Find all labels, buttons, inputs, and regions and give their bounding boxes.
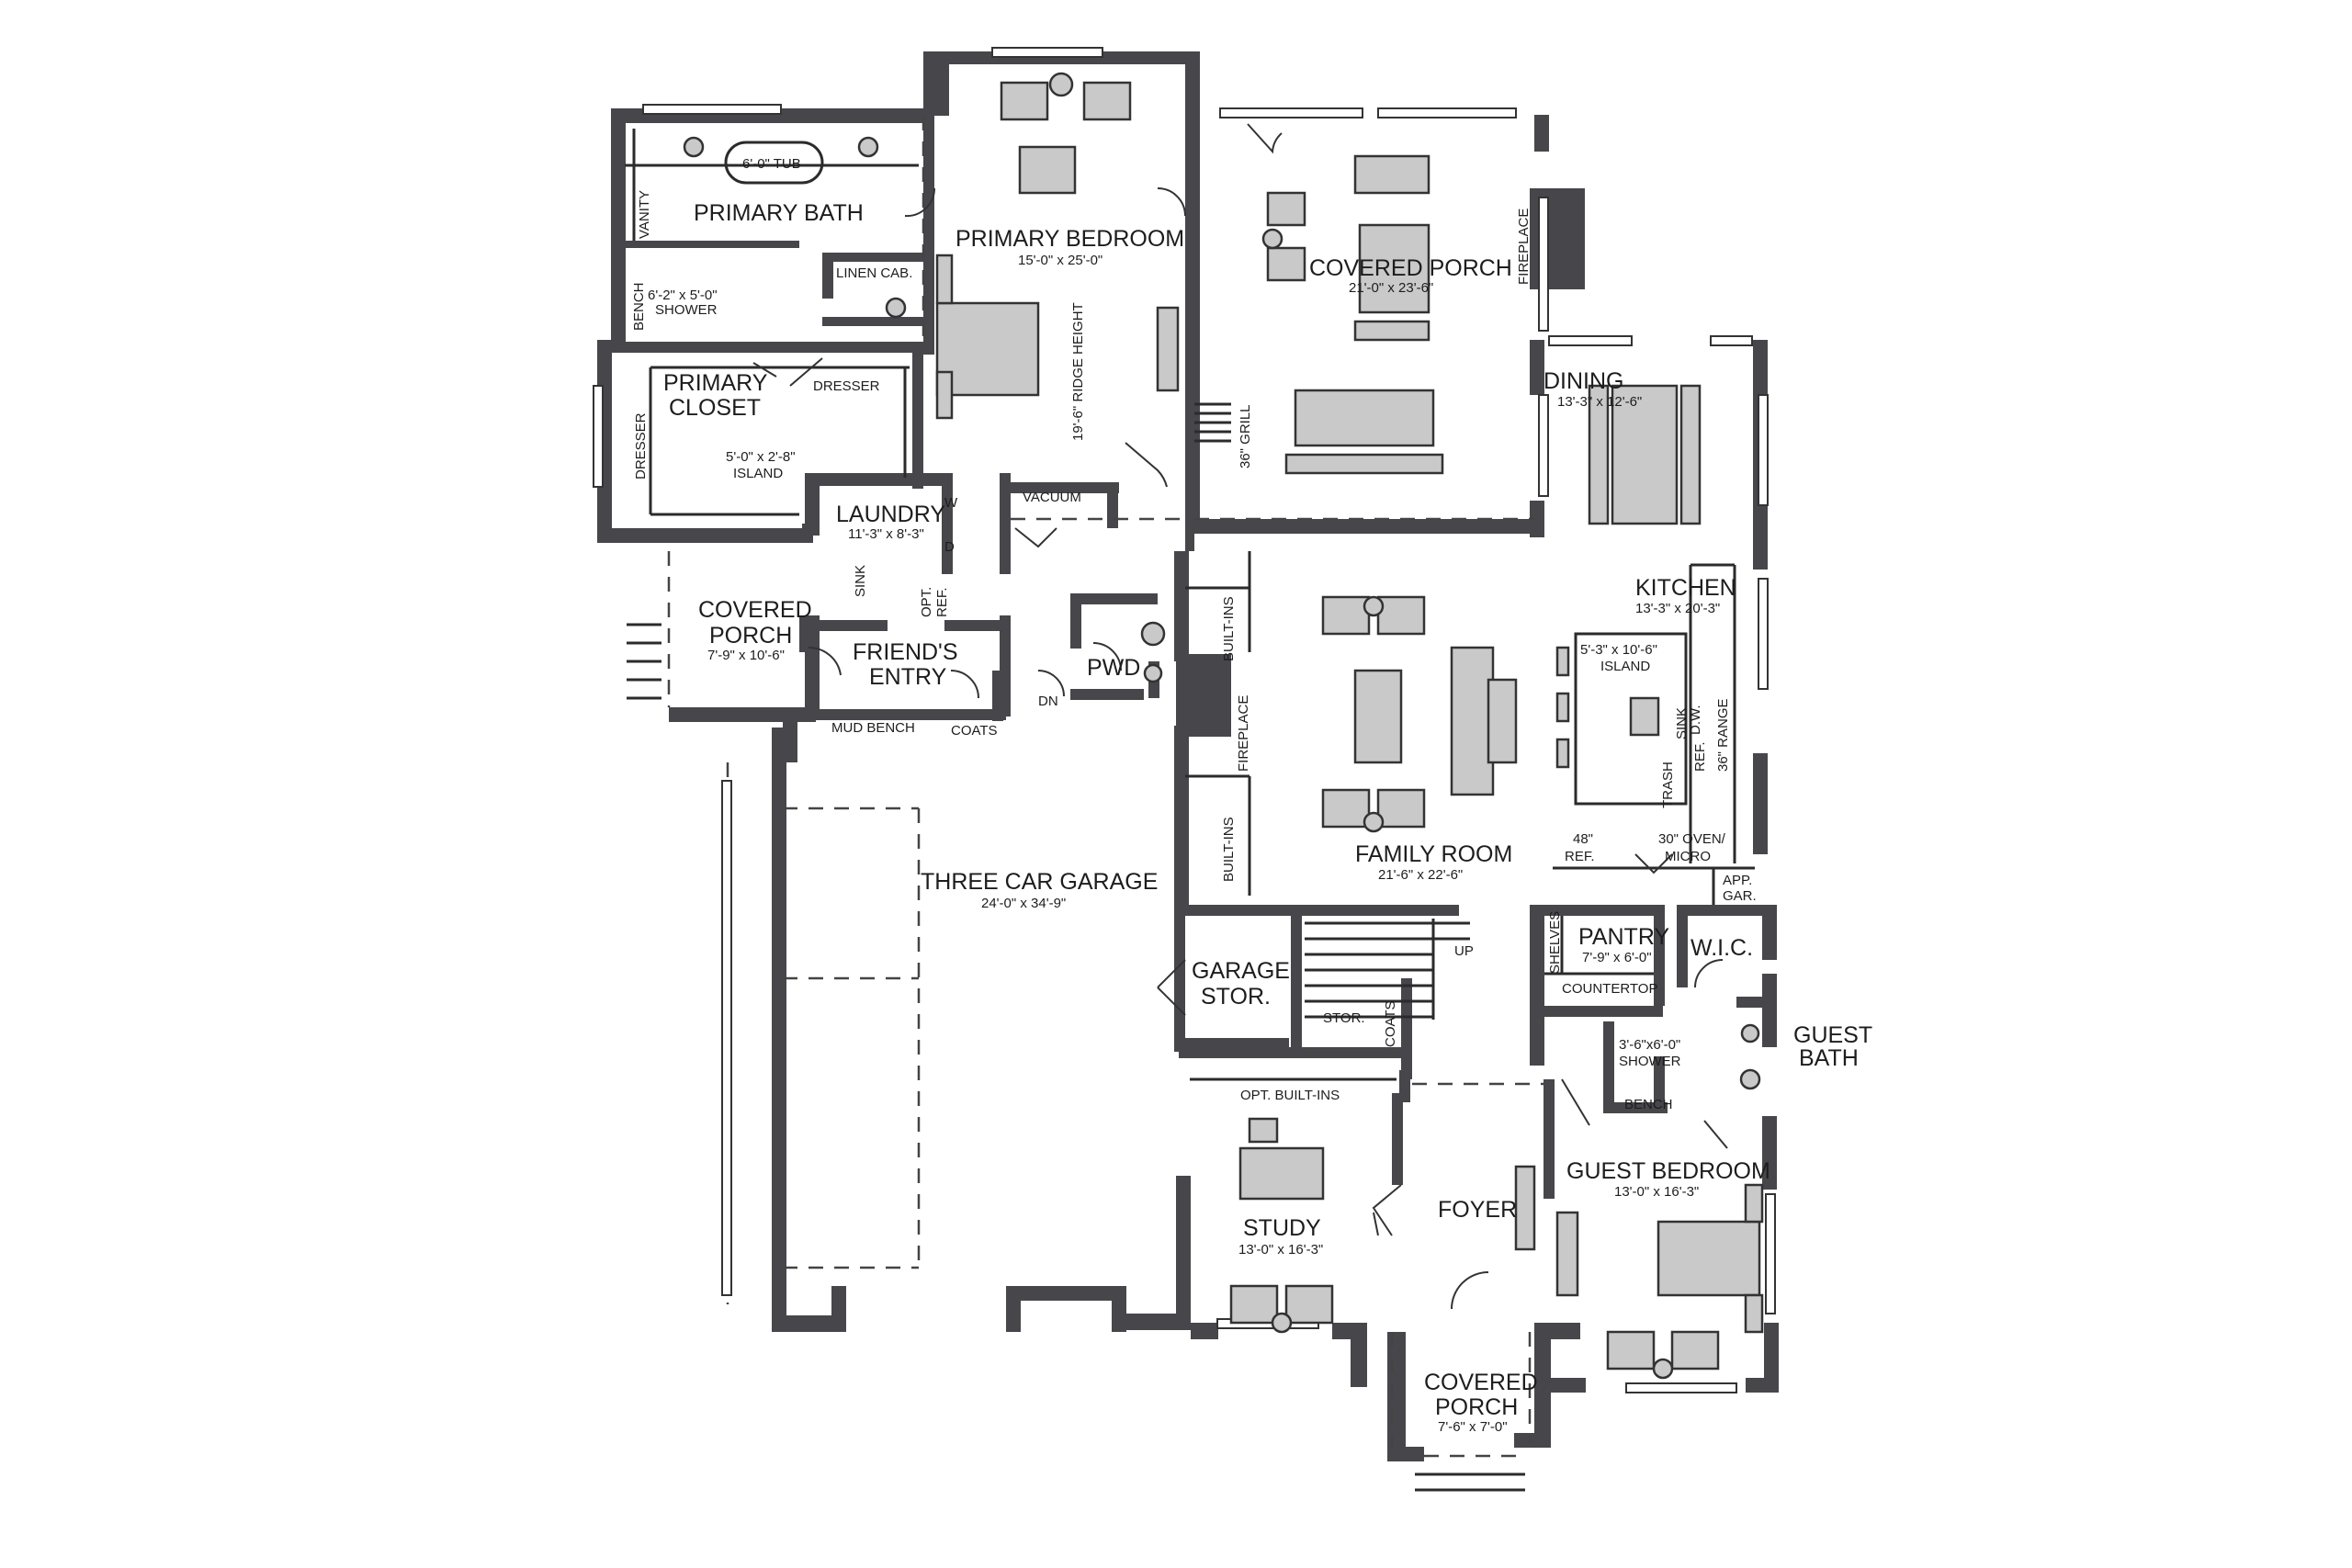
front-porch-label-1: COVERED	[1424, 1370, 1538, 1395]
kitchen-island-label: ISLAND	[1600, 659, 1650, 674]
pantry-dim: 7'-9" x 6'-0"	[1582, 950, 1652, 965]
washer-label: W	[944, 495, 958, 511]
covered-porch-label: COVERED PORCH	[1309, 255, 1512, 281]
front-porch-dim: 7'-6" x 7'-0"	[1438, 1419, 1508, 1435]
kitchen-label: KITCHEN	[1635, 575, 1736, 601]
opt-built-ins-label: OPT. BUILT-INS	[1240, 1088, 1340, 1103]
primary-bedroom-dim: 15'-0" x 25'-0"	[1018, 253, 1102, 268]
countertop-label: COUNTERTOP	[1562, 981, 1657, 997]
opt-ref-label-1: OPT.	[919, 587, 934, 617]
guest-bedroom-label: GUEST BEDROOM	[1566, 1158, 1770, 1184]
opt-ref-label-2: REF.	[934, 587, 950, 617]
family-room-label: FAMILY ROOM	[1355, 841, 1512, 867]
built-ins-label-top: BUILT-INS	[1221, 596, 1237, 661]
guest-bedroom-dim: 13'-0" x 16'-3"	[1614, 1184, 1699, 1200]
app-gar-label-2: GAR.	[1723, 888, 1757, 904]
wic-label: W.I.C.	[1690, 935, 1753, 961]
windows	[593, 47, 1776, 1393]
oven-label-1: 30" OVEN/	[1658, 831, 1726, 847]
closet-island-label: ISLAND	[733, 466, 783, 481]
shower-dim-label: 6'-2" x 5'-0"	[648, 288, 718, 303]
garage-stor-label-2: STOR.	[1201, 984, 1271, 1010]
bench-label: BENCH	[631, 282, 647, 331]
dresser-label-top: DRESSER	[813, 378, 880, 394]
porch-fireplace-label: FIREPLACE	[1516, 209, 1532, 285]
friends-entry-label-2: ENTRY	[869, 664, 947, 690]
stair-up-label: UP	[1454, 943, 1474, 959]
sink-label: SINK	[853, 565, 868, 597]
primary-bath-label: PRIMARY BATH	[694, 200, 864, 226]
dryer-label: D	[944, 539, 955, 555]
garage-stor-label-1: GARAGE	[1192, 958, 1290, 984]
dining-dim: 13'-3" x 12'-6"	[1557, 394, 1642, 410]
trash-label: TRASH	[1660, 761, 1676, 808]
garage-dim: 24'-0" x 34'-9"	[981, 896, 1066, 911]
shower-label: SHOWER	[655, 302, 718, 318]
pwd-label: PWD	[1087, 655, 1140, 681]
primary-bedroom-label: PRIMARY BEDROOM	[956, 226, 1184, 252]
guest-shower-dim: 3'-6"x6'-0"	[1619, 1037, 1680, 1053]
guest-bench-label: BENCH	[1624, 1097, 1673, 1112]
study-dim: 13'-0" x 16'-3"	[1238, 1242, 1323, 1258]
kitchen-dim: 13'-3" x 20'-3"	[1635, 601, 1720, 616]
guest-bath-label-2: BATH	[1799, 1045, 1859, 1071]
dresser-label-side: DRESSER	[633, 412, 649, 479]
family-room-dim: 21'-6" x 22'-6"	[1378, 867, 1463, 883]
dn-label: DN	[1038, 694, 1058, 709]
primary-closet-label-1: PRIMARY	[663, 370, 768, 396]
oven-label-2: MICRO	[1665, 849, 1711, 864]
coats-closet-label: COATS	[1383, 1000, 1398, 1047]
laundry-label: LAUNDRY	[836, 502, 945, 527]
guest-bath-label-1: GUEST	[1793, 1022, 1872, 1048]
kitchen-sink-label: SINK	[1674, 707, 1690, 739]
grill-label: 36" GRILL	[1238, 404, 1253, 468]
range-label: 36" RANGE	[1715, 698, 1731, 772]
coats-label: COATS	[951, 723, 998, 739]
app-gar-label-1: APP.	[1723, 873, 1752, 888]
front-porch-label-2: PORCH	[1435, 1394, 1518, 1420]
stor-label: STOR.	[1323, 1010, 1365, 1026]
ref48-label-1: 48"	[1573, 831, 1593, 847]
friends-entry-label-1: FRIEND'S	[853, 639, 958, 665]
primary-closet-label-2: CLOSET	[669, 395, 761, 421]
shelves-label: SHELVES	[1547, 911, 1563, 974]
pantry-label: PANTRY	[1578, 924, 1669, 950]
laundry-dim: 11'-3" x 8'-3"	[848, 526, 924, 542]
built-ins-label-bottom: BUILT-INS	[1221, 817, 1237, 882]
guest-shower-label: SHOWER	[1619, 1054, 1681, 1069]
exterior-walls	[597, 51, 1779, 1461]
vacuum-label: VACUUM	[1023, 490, 1081, 505]
closet-island-dim: 5'-0" x 2'-8"	[726, 449, 796, 465]
side-porch-label-1: COVERED	[698, 597, 812, 623]
linen-cab-label: LINEN CAB.	[836, 265, 912, 281]
garage-label: THREE CAR GARAGE	[921, 869, 1158, 895]
ref48-label-2: REF.	[1565, 849, 1595, 864]
kitchen-ref-label: REF.	[1692, 741, 1708, 772]
tub-label: 6'-0" TUB	[742, 156, 801, 172]
ridge-height-label: 19'-6" RIDGE HEIGHT	[1070, 302, 1086, 441]
interior-walls	[611, 116, 1773, 1199]
foyer-label: FOYER	[1438, 1197, 1517, 1223]
furniture	[683, 72, 1764, 1380]
fireplace-label: FIREPLACE	[1236, 695, 1251, 772]
room-labels: PRIMARY BATH 6'-0" TUB VANITY BENCH 6'-2…	[631, 156, 1872, 1435]
dw-label: D.W.	[1688, 705, 1703, 736]
dining-label: DINING	[1544, 368, 1624, 394]
doors	[752, 123, 1728, 1310]
study-label: STUDY	[1243, 1215, 1321, 1241]
kitchen-island-dim: 5'-3" x 10'-6"	[1580, 642, 1657, 658]
mud-bench-label: MUD BENCH	[831, 720, 915, 736]
vanity-label: VANITY	[637, 190, 652, 239]
side-porch-label-2: PORCH	[709, 623, 792, 649]
side-porch-dim: 7'-9" x 10'-6"	[707, 648, 785, 663]
covered-porch-dim: 21'-0" x 23'-6"	[1349, 280, 1433, 296]
